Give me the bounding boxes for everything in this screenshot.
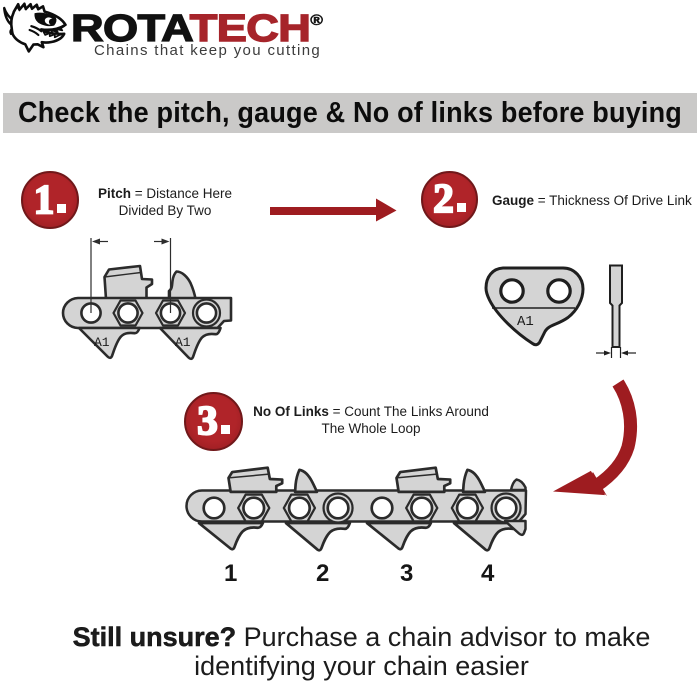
svg-text:A1: A1 <box>517 314 534 330</box>
svg-text:A1: A1 <box>94 335 110 350</box>
svg-text:A1: A1 <box>175 335 191 350</box>
